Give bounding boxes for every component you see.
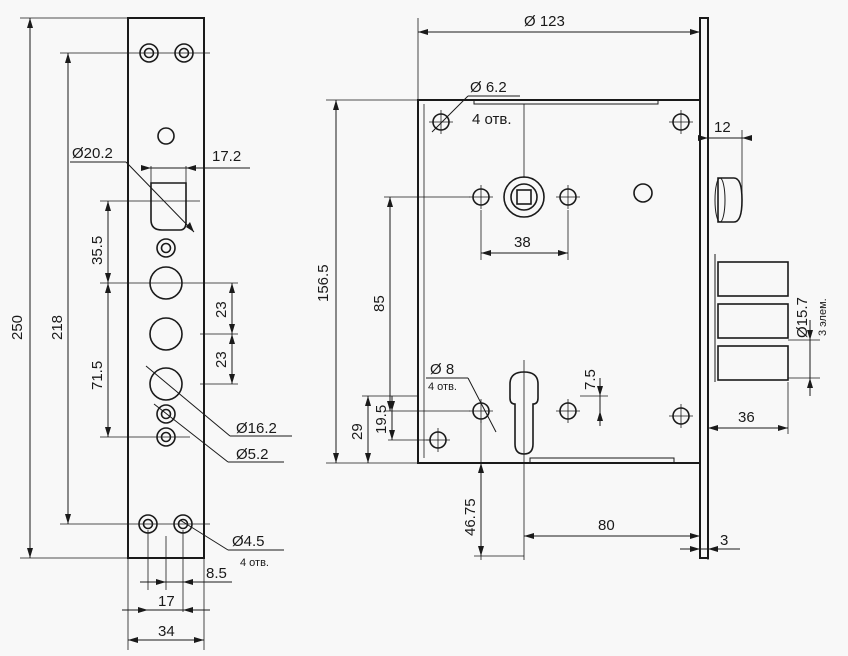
dim-hole-spacing-x: 17 (158, 593, 175, 610)
dim-faceplate-offset: 12 (714, 119, 731, 136)
bolts (714, 254, 789, 382)
dim-hole-offset: 8.5 (206, 565, 227, 582)
dim-screw-diameter: Ø4.5 (232, 533, 265, 550)
lock-case-view: Ø 123 Ø 6.2 4 отв. 12 156.5 85 38 (315, 13, 829, 560)
dim-bolt-hole-count: 4 отв. (428, 381, 457, 393)
dim-step-a: 23 (213, 301, 230, 318)
faceplate-strip (699, 17, 709, 559)
bolt-hole-3 (149, 367, 183, 401)
dim-backset: 80 (598, 517, 615, 534)
dim-bolt-diameter: Ø15.7 (794, 297, 811, 338)
bolt-hole-2 (149, 317, 183, 351)
dim-overall-height: 250 (9, 315, 26, 340)
dim-lower-offset: 71.5 (89, 361, 106, 390)
dim-screw-count: 4 отв. (240, 557, 269, 569)
dim-spindle-spacing: 38 (514, 234, 531, 251)
dim-notch-diameter: Ø20.2 (72, 145, 113, 162)
mount-holes (426, 110, 693, 452)
dim-case-width: Ø 123 (524, 13, 565, 30)
round-hole (633, 183, 653, 203)
dim-small-hole-diameter: Ø5.2 (236, 446, 269, 463)
latch-notch (150, 182, 187, 231)
dim-mount-diameter: Ø 6.2 (470, 79, 507, 96)
latch (717, 177, 743, 223)
lock-case-outline (417, 99, 701, 464)
dim-faceplate-thickness: 3 (720, 532, 728, 549)
dim-mount-count: 4 отв. (472, 111, 512, 128)
faceplate-view: 250 218 35.5 71.5 23 23 17.2 Ø20.2 (9, 17, 292, 650)
dim-bolt-count: 3 элем. (817, 298, 829, 336)
faceplate-outline (127, 17, 205, 559)
dim-depth-below: 46.75 (462, 498, 479, 536)
dim-upper-offset: 35.5 (89, 236, 106, 265)
dim-notch-width: 17.2 (212, 148, 241, 165)
dim-plate-width: 34 (158, 623, 175, 640)
dim-holes-spacing: 218 (49, 315, 66, 340)
dim-bolt-hole-diameter-8: Ø 8 (430, 361, 454, 378)
dim-low-b: 29 (349, 423, 366, 440)
dim-cylinder-offset: 7.5 (582, 369, 599, 390)
spindle (503, 104, 545, 218)
dim-low-a: 19.5 (373, 405, 390, 434)
dim-bolt-hole-diameter: Ø16.2 (236, 420, 277, 437)
centerlines-left (60, 52, 238, 650)
dim-case-height: 156.5 (315, 264, 332, 302)
dim-bolt-projection: 36 (738, 409, 755, 426)
dim-step-b: 23 (213, 351, 230, 368)
top-hole (157, 127, 175, 145)
dim-spindle-height: 85 (371, 295, 388, 312)
